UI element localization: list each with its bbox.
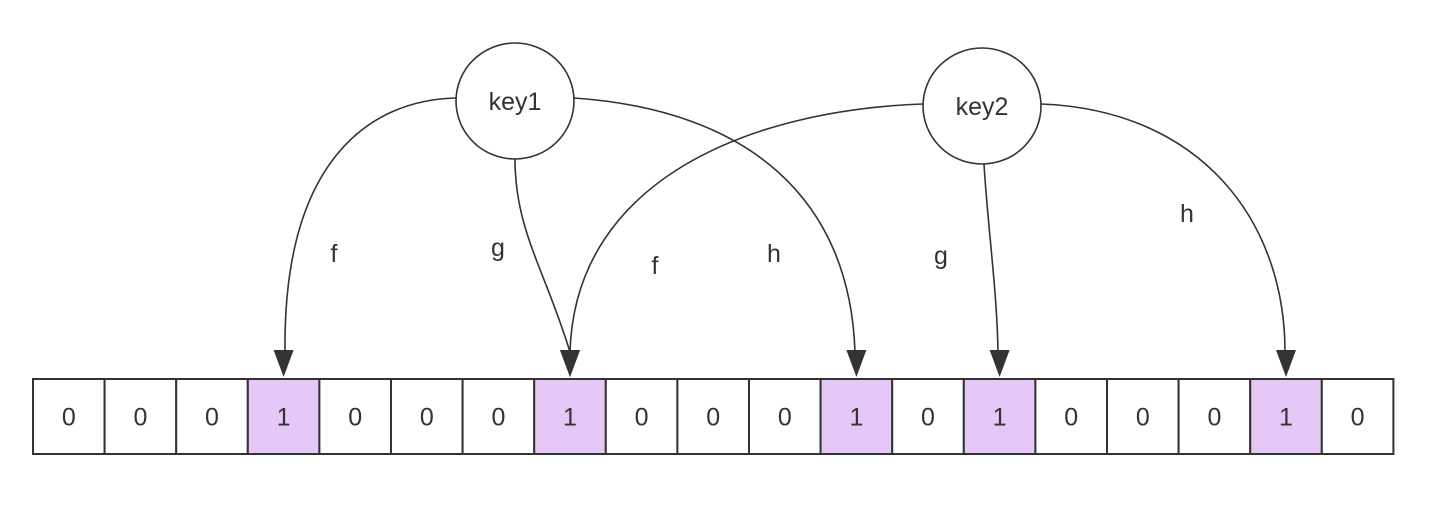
key-node-circle: [922, 47, 1042, 165]
hash-edge: [983, 163, 1010, 377]
bit-cell-box: [175, 378, 249, 455]
arrowhead-icon: [560, 350, 580, 377]
bit-cell: 1: [819, 378, 894, 455]
hash-edge: [560, 103, 924, 377]
bit-cell-value: 0: [1064, 404, 1078, 432]
hash-function-label: g: [934, 242, 948, 270]
hash-edge-labels: f g h f g h: [331, 200, 1194, 280]
bit-cell: 0: [748, 378, 822, 455]
arrowhead-icon: [989, 350, 1010, 377]
bit-cell: 0: [676, 378, 751, 455]
hash-function-label: h: [1180, 200, 1194, 228]
bit-cell-value: 1: [563, 404, 577, 432]
bit-cell-value: 0: [706, 404, 720, 432]
bit-cell-value: 0: [1136, 404, 1150, 432]
arrowhead-icon: [1276, 350, 1296, 377]
hash-edge-curve: [569, 103, 924, 353]
hash-edge-curve: [1040, 103, 1286, 353]
bit-cell-box: [103, 378, 178, 455]
hash-function-label: h: [767, 240, 781, 268]
bit-cell-value: 1: [1279, 404, 1293, 432]
bit-cell-value: 0: [491, 404, 505, 432]
bit-cell-box: [1106, 378, 1180, 455]
bit-cell: 0: [32, 378, 106, 455]
bit-cell-value: 0: [133, 404, 147, 432]
bit-cell-box: [1320, 378, 1395, 455]
bit-cell-box: [32, 378, 106, 455]
key-node-key2: key2: [922, 47, 1042, 165]
hash-function-label: g: [491, 234, 505, 262]
bit-cell-value: 0: [420, 404, 434, 432]
bit-cell-box: [1249, 378, 1323, 455]
bit-cell-box: [533, 378, 607, 455]
bit-cell-value: 0: [921, 404, 935, 432]
hash-function-label: f: [331, 240, 338, 268]
key-node-key1: key1: [455, 42, 575, 160]
hash-edge-curve: [284, 97, 457, 353]
bit-cell: 0: [1177, 378, 1252, 455]
key-nodes: key1 key2: [455, 42, 1042, 165]
key-node-label: key2: [956, 93, 1009, 121]
key-node-label: key1: [489, 88, 542, 116]
bit-cell: 1: [962, 378, 1037, 455]
arrowhead-icon: [273, 350, 294, 377]
bit-cell-value: 0: [62, 404, 76, 432]
bit-cell-value: 1: [277, 404, 291, 432]
bit-cell-box: [819, 378, 894, 455]
bit-cell-box: [604, 378, 679, 455]
bit-cell-box: [676, 378, 751, 455]
bit-cell: 0: [175, 378, 249, 455]
bit-cell: 0: [1034, 378, 1109, 455]
hash-edge: [273, 97, 457, 377]
hash-edge: [1040, 103, 1296, 377]
bit-cell: 1: [533, 378, 607, 455]
bit-cell-value: 0: [348, 404, 362, 432]
bit-cell-box: [962, 378, 1037, 455]
bit-cell-value: 0: [635, 404, 649, 432]
key-node-circle: [455, 42, 575, 160]
hash-edge-curve: [983, 163, 999, 353]
bit-cell: 0: [604, 378, 679, 455]
arrowhead-icon: [846, 350, 867, 377]
bit-cell: 0: [891, 378, 965, 455]
bit-cell-box: [891, 378, 965, 455]
hash-edge: [573, 97, 867, 377]
bit-cell-box: [461, 378, 536, 455]
hash-edge-curve: [573, 97, 856, 353]
bit-array: 0 0 0 1 0 0 0 1 0 0 0 1 0 1 0 0 0 1 0: [32, 378, 1395, 455]
bit-cell: 1: [246, 378, 321, 455]
bit-cell-value: 0: [1207, 404, 1221, 432]
bit-cell: 0: [318, 378, 392, 455]
bit-cell-value: 0: [205, 404, 219, 432]
bit-cell-box: [390, 378, 464, 455]
bit-cell-value: 0: [778, 404, 792, 432]
bit-cell: 0: [1106, 378, 1180, 455]
bit-cell-value: 1: [849, 404, 863, 432]
bit-cell: 0: [390, 378, 464, 455]
bit-cell: 0: [103, 378, 178, 455]
bit-cell: 0: [461, 378, 536, 455]
bit-cell-box: [1177, 378, 1252, 455]
bit-cell-box: [318, 378, 392, 455]
bit-cell: 1: [1249, 378, 1323, 455]
hash-function-label: f: [652, 252, 659, 280]
bit-cell: 0: [1320, 378, 1395, 455]
bit-cell-value: 1: [993, 404, 1007, 432]
hash-edges: [273, 97, 1296, 377]
hash-edge-curve: [514, 158, 571, 353]
bit-cell-value: 0: [1351, 404, 1365, 432]
